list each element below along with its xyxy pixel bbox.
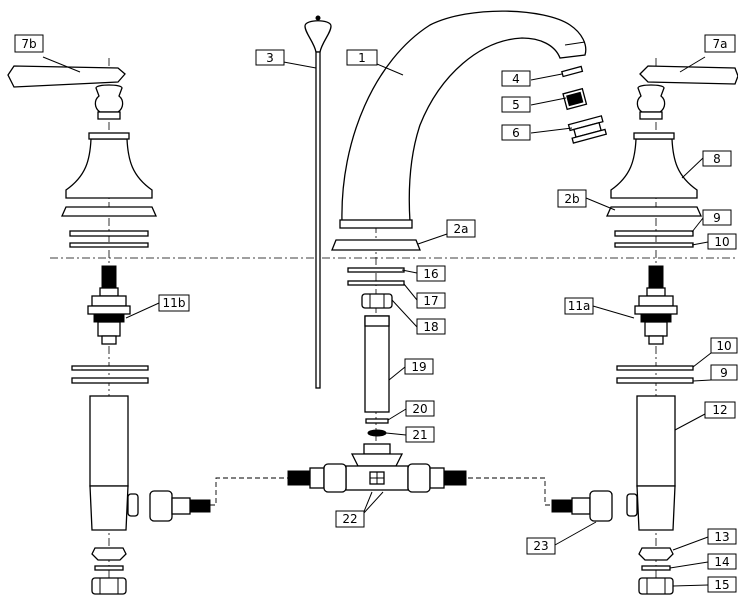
callout-11a: 11a — [564, 297, 594, 315]
callout-10-bottom: 10 — [710, 337, 738, 354]
callout-7a: 7a — [704, 34, 736, 53]
tee-hose-left — [287, 463, 347, 493]
callout-9-top-text: 9 — [713, 211, 721, 225]
flex-connector-left — [149, 490, 211, 522]
washer-left — [69, 242, 149, 248]
callout-10-top-text: 10 — [714, 235, 729, 249]
escutcheon-left — [65, 138, 153, 199]
callout-23-text: 23 — [533, 539, 548, 553]
callout-10-bottom-text: 10 — [716, 339, 731, 353]
callout-12-text: 12 — [712, 403, 727, 417]
callout-16-text: 16 — [423, 267, 438, 281]
valve-body-right — [626, 395, 676, 595]
callout-9-top: 9 — [702, 209, 732, 226]
under-washer-right-2 — [616, 377, 694, 384]
under-washer-left-2 — [71, 377, 149, 384]
callout-21: 21 — [405, 426, 435, 443]
callout-12: 12 — [704, 401, 736, 419]
escutcheon-right — [610, 138, 698, 199]
popup-rod — [304, 15, 332, 389]
under-washer-left-1 — [71, 365, 149, 371]
callout-7b: 7b — [14, 34, 44, 53]
callout-9-bottom-text: 9 — [720, 366, 728, 380]
base-plate-right — [605, 206, 703, 217]
callout-18-text: 18 — [423, 320, 438, 334]
callout-1-text: 1 — [358, 51, 366, 65]
spout — [339, 10, 587, 229]
spout-gasket — [347, 267, 405, 273]
callout-11b: 11b — [158, 294, 190, 312]
callout-14-text: 14 — [714, 555, 729, 569]
callout-1: 1 — [346, 49, 378, 66]
callout-15: 15 — [707, 576, 737, 593]
callout-4: 4 — [501, 70, 531, 87]
callout-6: 6 — [501, 124, 531, 141]
callout-22: 22 — [335, 510, 365, 528]
flex-connector-right — [551, 490, 613, 522]
aerator-insert — [562, 87, 588, 111]
callout-17: 17 — [416, 292, 446, 309]
shank-o-ring — [367, 429, 387, 437]
callout-13: 13 — [707, 528, 737, 545]
callout-4-text: 4 — [512, 72, 520, 86]
callout-2a: 2a — [446, 219, 476, 238]
handle-lever-right — [636, 65, 738, 120]
callout-3: 3 — [255, 49, 285, 66]
callout-19: 19 — [404, 358, 434, 375]
spout-washer — [347, 280, 405, 286]
callout-20-text: 20 — [412, 402, 427, 416]
callout-16: 16 — [416, 265, 446, 282]
callout-8: 8 — [702, 150, 732, 167]
washer-right — [614, 242, 694, 248]
under-washer-right-1 — [616, 365, 694, 371]
callout-10-top: 10 — [707, 233, 737, 250]
shank-washer — [365, 418, 389, 424]
callout-7a-text: 7a — [713, 37, 728, 51]
aerator-washer — [561, 65, 584, 78]
gasket-right — [614, 230, 694, 237]
callout-14: 14 — [707, 553, 737, 570]
callout-2b: 2b — [557, 189, 587, 208]
base-plate-left — [60, 206, 158, 217]
callout-11b-text: 11b — [163, 296, 186, 310]
handle-collar-left — [88, 132, 130, 140]
supply-pipe-left — [210, 477, 290, 506]
callout-21-text: 21 — [412, 428, 427, 442]
callout-17-text: 17 — [423, 294, 438, 308]
callout-19-text: 19 — [411, 360, 426, 374]
callout-6-text: 6 — [512, 126, 520, 140]
callout-8-text: 8 — [713, 152, 721, 166]
valve-body-left — [89, 395, 139, 595]
gasket-left — [69, 230, 149, 237]
callout-18: 18 — [416, 318, 446, 335]
leader-lines — [42, 56, 712, 587]
callout-3-text: 3 — [266, 51, 274, 65]
spout-base-plate — [331, 239, 421, 251]
callout-2b-text: 2b — [564, 192, 579, 206]
tee-connector — [345, 443, 409, 491]
tee-hose-right — [407, 463, 467, 493]
callout-20: 20 — [405, 400, 435, 417]
cartridge-right — [634, 265, 678, 345]
spout-nut — [361, 293, 393, 309]
callout-7b-text: 7b — [21, 37, 36, 51]
callout-5-text: 5 — [512, 98, 520, 112]
cartridge-left — [87, 265, 131, 345]
callout-15-text: 15 — [714, 578, 729, 592]
callout-22-text: 22 — [342, 512, 357, 526]
handle-collar-right — [633, 132, 675, 140]
callout-23: 23 — [526, 537, 556, 555]
spout-shank — [364, 315, 390, 413]
callout-9-bottom: 9 — [710, 364, 738, 381]
handle-lever-left — [7, 65, 126, 120]
callout-2a-text: 2a — [454, 222, 469, 236]
callout-13-text: 13 — [714, 530, 729, 544]
supply-pipe-right — [460, 477, 552, 506]
aerator-housing — [567, 115, 608, 144]
callout-5: 5 — [501, 96, 531, 113]
callout-11a-text: 11a — [568, 299, 591, 313]
